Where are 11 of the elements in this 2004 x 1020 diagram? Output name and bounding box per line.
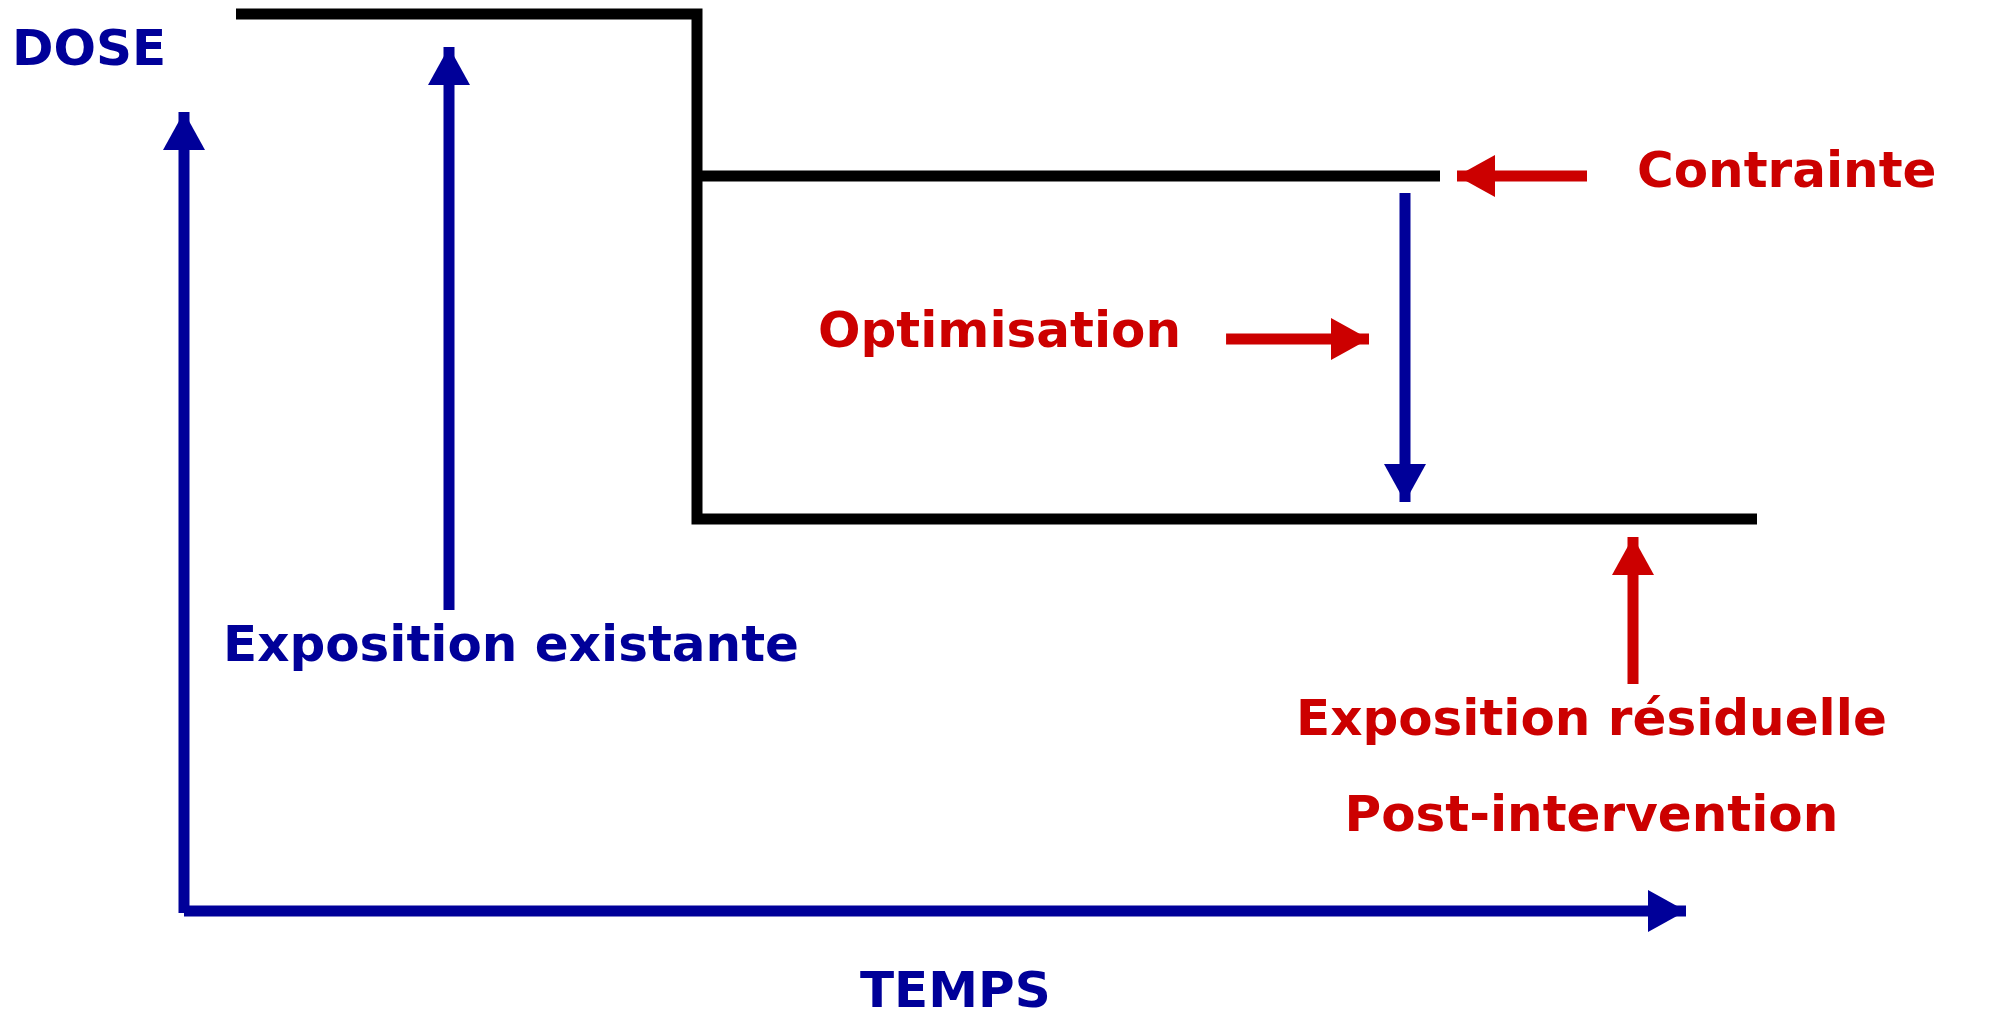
axis-label: TEMPS [860,960,1051,1020]
annotation-label: Optimisation [818,300,1182,360]
arrow [428,47,470,610]
arrow [1612,537,1654,684]
annotation-label: Exposition résiduelle [1296,688,1887,748]
arrow [1226,318,1369,360]
annotation-label: Post-intervention [1343,784,1840,844]
arrow [1457,155,1587,197]
axis-label: DOSE [12,18,167,78]
annotation-label: Exposition existante [223,614,799,674]
annotation-label: Contrainte [1637,140,1937,200]
